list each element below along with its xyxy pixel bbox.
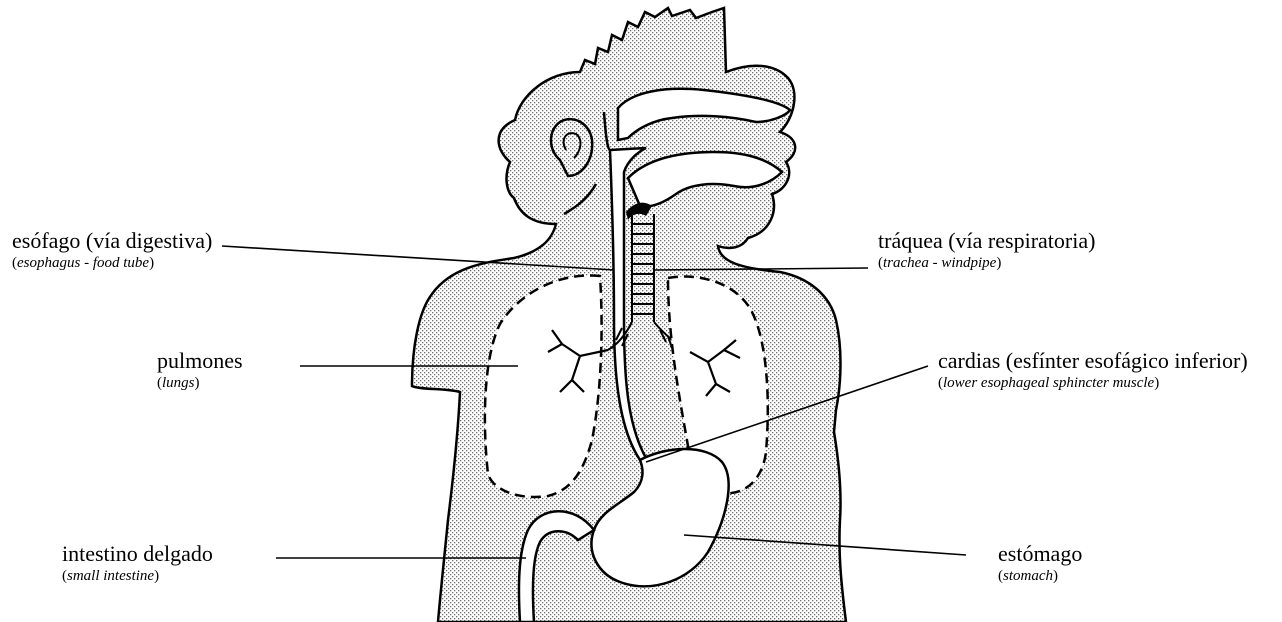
- label-stomach-en: stomach: [1003, 568, 1053, 584]
- label-lungs-main: pulmones: [157, 348, 243, 373]
- label-cardia-en: lower esophageal sphincter muscle: [943, 375, 1154, 391]
- label-trachea: tráquea (vía respiratoria) (trachea - wi…: [878, 228, 1095, 273]
- label-esophagus-en: esophagus - food tube: [17, 255, 149, 271]
- label-lungs-en: lungs: [162, 375, 195, 391]
- label-esophagus: esófago (vía digestiva) (esophagus - foo…: [12, 228, 212, 273]
- label-trachea-en: trachea - windpipe: [883, 255, 996, 271]
- label-cardia-main: cardias (esfínter esofágico inferior): [938, 348, 1268, 373]
- label-trachea-main: tráquea (vía respiratoria): [878, 228, 1095, 253]
- label-small-intestine-en: small intestine: [67, 568, 154, 584]
- label-esophagus-main: esófago (vía digestiva): [12, 228, 212, 253]
- label-stomach: estómago (stomach): [998, 541, 1082, 586]
- label-stomach-main: estómago: [998, 541, 1082, 566]
- label-small-intestine-main: intestino delgado: [62, 541, 213, 566]
- label-cardia: cardias (esfínter esofágico inferior) (l…: [938, 348, 1268, 393]
- label-small-intestine: intestino delgado (small intestine): [62, 541, 213, 586]
- label-lungs: pulmones (lungs): [157, 348, 243, 393]
